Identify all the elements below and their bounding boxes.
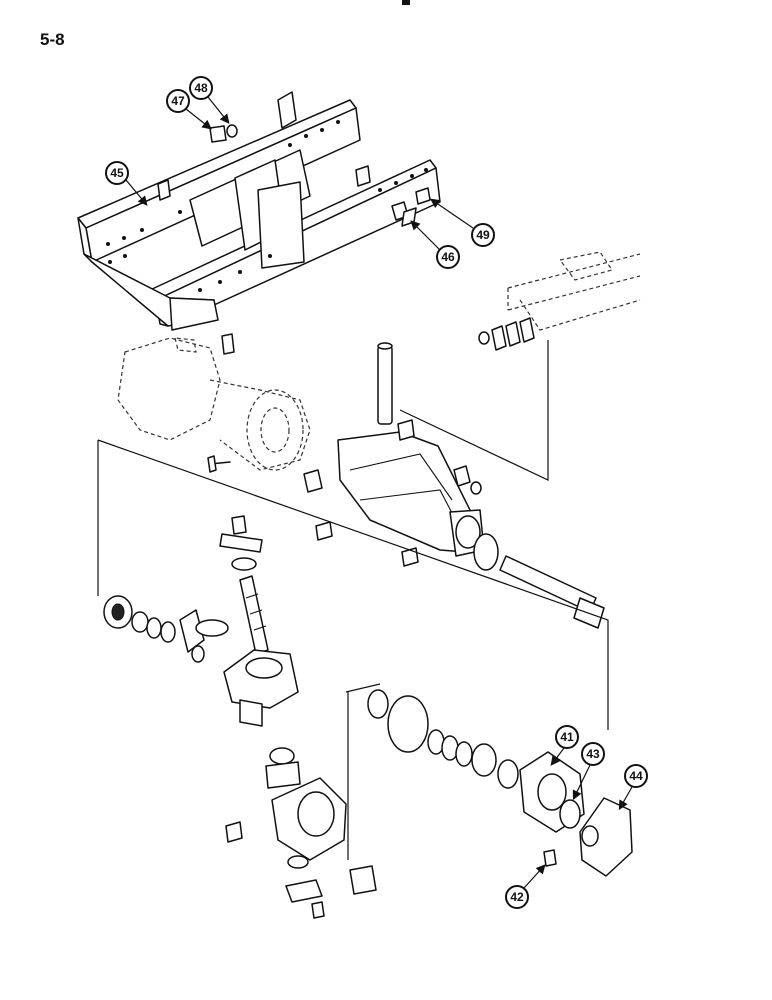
callout-43: 43 xyxy=(572,742,605,801)
callout-label: 47 xyxy=(171,94,185,108)
callout-49: 49 xyxy=(430,198,495,247)
frame-assembly xyxy=(77,91,441,331)
page-number: 5-8 xyxy=(40,30,65,49)
callout-label: 49 xyxy=(476,228,490,242)
upper-hub-housing xyxy=(223,649,299,727)
callout-42: 42 xyxy=(505,864,546,909)
phantom-frame-upper-right xyxy=(478,251,641,351)
lower-hub-housing xyxy=(225,747,377,919)
axle-shaft xyxy=(499,555,605,629)
callout-label: 42 xyxy=(510,890,524,904)
callout-48: 48 xyxy=(189,76,230,124)
callout-label: 45 xyxy=(110,166,124,180)
callout-label: 48 xyxy=(194,81,208,95)
callout-label: 46 xyxy=(441,250,455,264)
callout-41: 41 xyxy=(550,725,579,766)
callout-47: 47 xyxy=(166,89,212,130)
bearing-row-left xyxy=(103,595,229,663)
callout-46: 46 xyxy=(410,220,460,269)
callout-label: 43 xyxy=(586,747,600,761)
drive-shaft-components xyxy=(219,515,269,655)
axle-housing xyxy=(303,342,499,571)
final-drive-components xyxy=(367,689,633,877)
callout-45: 45 xyxy=(105,161,148,206)
phantom-gearbox-left xyxy=(117,333,311,473)
callout-label: 41 xyxy=(560,730,574,744)
assembly-guide-lines xyxy=(97,340,609,860)
callout-44: 44 xyxy=(618,764,648,811)
top-edge-mark xyxy=(402,0,410,5)
callout-label: 44 xyxy=(629,769,643,783)
